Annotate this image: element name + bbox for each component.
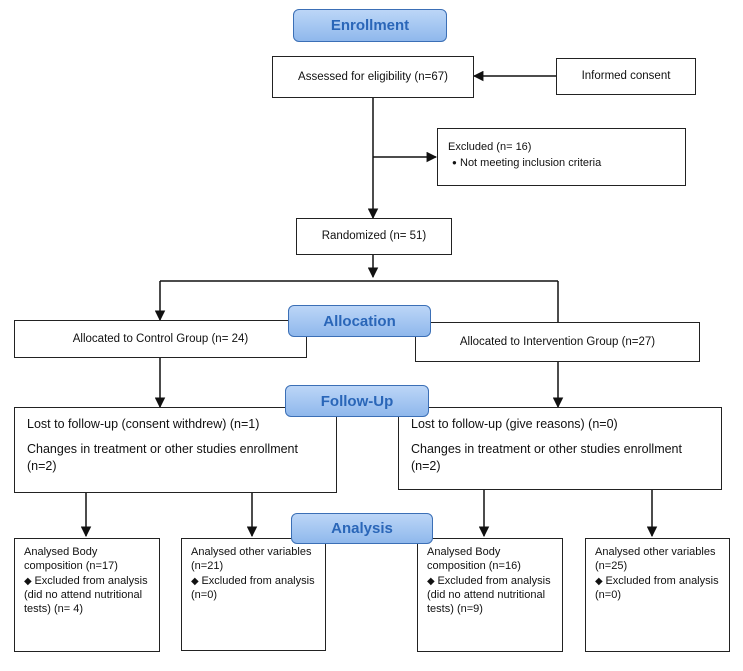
control-allocation-box: Allocated to Control Group (n= 24) bbox=[14, 320, 307, 358]
consent-label: Informed consent bbox=[581, 70, 671, 83]
c-other-title: Analysed other variables (n=21) bbox=[191, 546, 312, 573]
excluded-box: Excluded (n= 16) ●Not meeting inclusion … bbox=[437, 128, 686, 186]
diamond-bullet-icon: ◆ bbox=[24, 575, 35, 587]
intervention-followup-box: Lost to follow-up (give reasons) (n=0) C… bbox=[398, 407, 722, 490]
diamond-bullet-icon: ◆ bbox=[191, 575, 202, 587]
stage-analysis: Analysis bbox=[291, 513, 433, 544]
i-other-excluded: ◆ Excluded from analysis (n=0) bbox=[595, 574, 719, 601]
stage-enrollment: Enrollment bbox=[293, 9, 447, 42]
stage-allocation: Allocation bbox=[288, 305, 431, 337]
stage-follow-up: Follow-Up bbox=[285, 385, 429, 417]
i-other-title: Analysed other variables (n=25) bbox=[595, 546, 716, 573]
control-body-analysis-box: Analysed Body composition (n=17) ◆ Exclu… bbox=[14, 538, 160, 652]
c-other-excluded: ◆ Excluded from analysis (n=0) bbox=[191, 574, 315, 601]
i-body-excluded: ◆ Excluded from analysis (did no attend … bbox=[427, 574, 551, 616]
i-body-title: Analysed Body composition (n=16) bbox=[427, 546, 521, 573]
intervention-changes-text: Changes in treatment or other studies en… bbox=[411, 442, 682, 473]
intervention-other-analysis-box: Analysed other variables (n=25) ◆ Exclud… bbox=[585, 538, 730, 652]
bullet-icon: ● bbox=[452, 157, 457, 167]
intervention-allocation-label: Allocated to Intervention Group (n=27) bbox=[459, 335, 656, 348]
randomized-label: Randomized (n= 51) bbox=[321, 230, 427, 243]
intervention-body-analysis-box: Analysed Body composition (n=16) ◆ Exclu… bbox=[417, 538, 563, 652]
c-body-title: Analysed Body composition (n=17) bbox=[24, 546, 118, 573]
control-changes-text: Changes in treatment or other studies en… bbox=[27, 442, 298, 473]
randomized-box: Randomized (n= 51) bbox=[296, 218, 452, 255]
consent-box: Informed consent bbox=[556, 58, 696, 95]
control-other-analysis-box: Analysed other variables (n=21) ◆ Exclud… bbox=[181, 538, 326, 651]
control-allocation-label: Allocated to Control Group (n= 24) bbox=[72, 332, 249, 345]
intervention-lost-text: Lost to follow-up (give reasons) (n=0) bbox=[411, 417, 618, 431]
assessed-label: Assessed for eligibility (n=67) bbox=[298, 70, 448, 83]
excluded-item: ●Not meeting inclusion criteria bbox=[452, 156, 602, 169]
diamond-bullet-icon: ◆ bbox=[427, 575, 438, 587]
assessed-box: Assessed for eligibility (n=67) bbox=[272, 56, 474, 98]
c-body-excluded: ◆ Excluded from analysis (did no attend … bbox=[24, 574, 148, 616]
control-followup-box: Lost to follow-up (consent withdrew) (n=… bbox=[14, 407, 337, 493]
diamond-bullet-icon: ◆ bbox=[595, 575, 606, 587]
excluded-title: Excluded (n= 16) bbox=[448, 141, 532, 153]
control-lost-text: Lost to follow-up (consent withdrew) (n=… bbox=[27, 417, 260, 431]
intervention-allocation-box: Allocated to Intervention Group (n=27) bbox=[415, 322, 700, 362]
